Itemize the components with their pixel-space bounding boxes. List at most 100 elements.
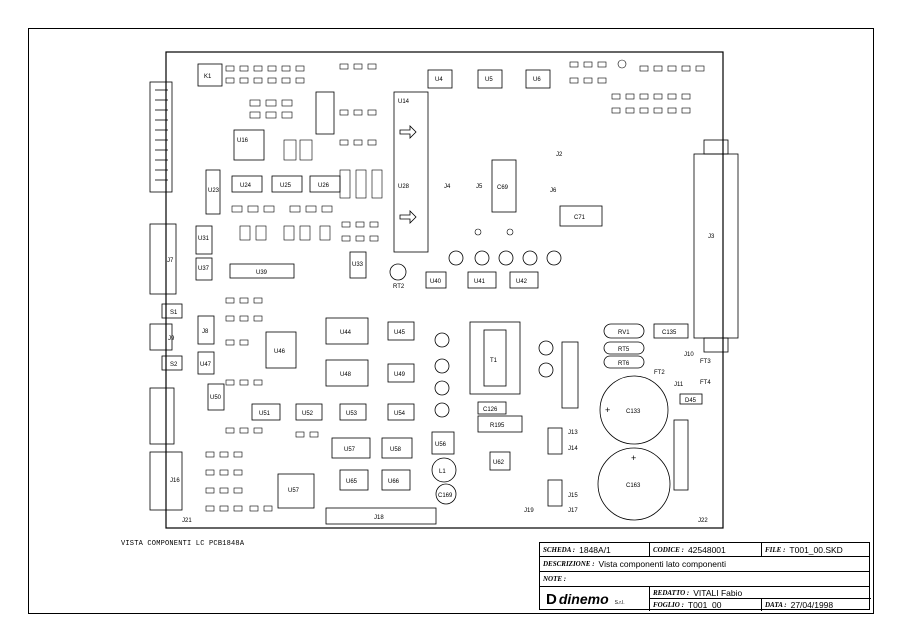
connector-j18 (325, 507, 437, 525)
capacitor (538, 362, 554, 378)
diode-d45 (679, 393, 703, 405)
ic-u62 (489, 451, 511, 471)
ic-u42 (509, 271, 539, 289)
label-r195: R195 (490, 423, 505, 429)
connector-j7 (149, 223, 177, 295)
label-u52: U52 (302, 411, 314, 417)
ic-u31 (195, 225, 213, 255)
label-j18: J18 (374, 515, 384, 521)
label-u66: U66 (388, 479, 400, 485)
transformer-core (483, 329, 507, 387)
scheda-label: SCHEDA : (543, 545, 576, 554)
label-u48: U48 (340, 372, 352, 378)
label-u14: U14 (398, 99, 410, 105)
ic-u57 (331, 437, 371, 459)
cell-descrizione: DESCRIZIONE : Vista componenti lato comp… (540, 557, 871, 571)
label-u44: U44 (340, 330, 352, 336)
cell-data: DATA : 27/04/1998 (762, 599, 871, 611)
label-c163: C163 (626, 483, 641, 489)
capacitor (434, 358, 450, 374)
ic-u41 (467, 271, 497, 289)
label-c71: C71 (574, 215, 586, 221)
label-ft2: FT2 (654, 370, 665, 376)
capacitor-c135 (653, 323, 689, 339)
label-u16: U16 (237, 138, 249, 144)
label-k1: K1 (204, 74, 212, 80)
ic-u67 (277, 473, 315, 509)
capacitor (434, 402, 450, 418)
title-row-note: NOTE : (540, 572, 869, 587)
label-rt5: RT5 (618, 347, 630, 353)
test-ring (389, 263, 407, 281)
label-rt6: RT6 (618, 361, 630, 367)
cell-note: NOTE : (540, 572, 871, 586)
label-u65: U65 (346, 479, 358, 485)
logo-text: dinemo (558, 591, 609, 607)
label-j2: J2 (556, 152, 563, 158)
label-u46: U46 (274, 349, 286, 355)
label-u6: U6 (533, 77, 541, 83)
ic-u58 (381, 437, 413, 459)
connector-j3-tab (703, 337, 729, 353)
label-u26: U26 (318, 183, 330, 189)
label-u42: U42 (516, 279, 528, 285)
ic-u52 (295, 403, 323, 421)
label-u47: U47 (200, 362, 212, 368)
svg-text:+: + (631, 453, 636, 463)
label-u41: U41 (474, 279, 486, 285)
data-value: 27/04/1998 (790, 600, 834, 610)
label-j7: J7 (167, 258, 174, 264)
connector-j16 (149, 451, 183, 511)
ic-u23 (205, 169, 221, 215)
label-u31: U31 (198, 236, 210, 242)
title-row-scheda: SCHEDA : 1848A/1 CODICE : 42548001 FILE … (540, 543, 869, 557)
label-u62: U62 (493, 460, 505, 466)
ic-u44 (325, 317, 369, 345)
cell-scheda: SCHEDA : 1848A/1 (540, 543, 650, 556)
label-u39: U39 (256, 270, 268, 276)
switch-s2 (161, 355, 183, 371)
fuse-holder (561, 341, 579, 409)
label-u40: U40 (430, 279, 442, 285)
label-j15: J15 (568, 493, 578, 499)
label-u57: U57 (344, 447, 356, 453)
ic-u53 (339, 403, 367, 421)
ic-u16 (233, 129, 265, 161)
title-row-descrizione: DESCRIZIONE : Vista componenti lato comp… (540, 557, 869, 572)
varistor-rv1 (603, 323, 645, 339)
arrow-icon (399, 125, 417, 139)
file-label: FILE : (765, 545, 786, 554)
label-j16: J16 (170, 478, 180, 484)
label-t1: T1 (490, 358, 498, 364)
cell-codice: CODICE : 42548001 (650, 543, 762, 556)
redatto-label: REDATTO : (653, 588, 690, 597)
label-u58: U58 (390, 447, 402, 453)
label-c133: C133 (626, 409, 641, 415)
connector-j3-tab (703, 139, 729, 155)
title-row-foglio: FOGLIO : T001_00 DATA : 27/04/1998 (650, 599, 871, 611)
label-u37: U37 (198, 266, 210, 272)
label-u56: U56 (435, 442, 447, 448)
label-u24: U24 (240, 183, 252, 189)
foglio-value: T001_00 (687, 600, 722, 610)
ic-u24 (231, 175, 263, 193)
fuse-holder (673, 419, 689, 491)
ic-u37 (195, 257, 213, 281)
ic-u25 (271, 175, 303, 193)
ic-u5 (477, 69, 503, 89)
ic-u6 (525, 69, 551, 89)
cell-file: FILE : T001_00.SKD (762, 543, 871, 556)
data-label: DATA : (765, 601, 787, 609)
jumper-block (547, 479, 563, 507)
label-ft4: FT4 (700, 380, 711, 386)
label-u5: U5 (485, 77, 493, 83)
label-j17: J17 (568, 508, 578, 514)
capacitor-c69 (491, 159, 517, 213)
label-rt4: RT2 (393, 284, 405, 290)
label-j21: J21 (182, 518, 192, 524)
label-c135: C135 (662, 330, 677, 336)
connector-db-left (149, 387, 175, 445)
label-u54: U54 (394, 411, 406, 417)
capacitor (538, 340, 554, 356)
label-c169: C169 (438, 493, 453, 499)
